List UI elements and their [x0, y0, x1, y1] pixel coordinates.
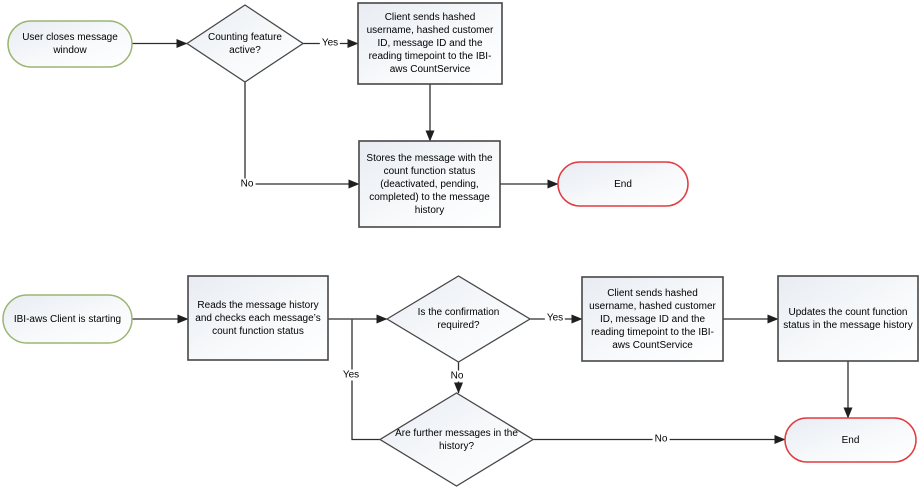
edge-label-further-yes: Yes [340, 369, 362, 381]
node-confirmation-required [385, 275, 532, 363]
node-client-starting [2, 294, 133, 344]
node-counting-feature-active [185, 4, 305, 83]
node-end-top [557, 161, 689, 207]
connector-further-yes-feedback [351, 319, 380, 441]
node-further-messages [378, 392, 535, 487]
reads-history-label: Reads the message history and checks eac… [195, 299, 321, 337]
updates-status-label: Updates the count function status in the… [783, 306, 913, 331]
node-user-closes-window [7, 20, 133, 68]
user-closes-window-label: User closes message window [22, 32, 118, 56]
edge-label-counting-yes: Yes [319, 37, 341, 49]
client-starting-label: IBI-aws Client is starting [13, 313, 122, 325]
stores-message-label: Stores the message with the count functi… [366, 152, 493, 216]
connector-counting-no-to-store [244, 82, 360, 189]
node-client-sends-bottom [581, 276, 724, 362]
edge-label-further-no: No [652, 433, 670, 445]
edge-label-confirmation-no: No [448, 370, 466, 382]
node-updates-status [777, 275, 919, 362]
confirmation-required-label: Is the confirmation required? [417, 307, 500, 331]
end-top-label: End [614, 178, 632, 190]
client-sends-bottom-label: Client sends hashed username, hashed cus… [589, 287, 716, 351]
counting-feature-active-label: Counting feature active? [208, 31, 282, 56]
node-end-bottom [784, 417, 917, 463]
client-sends-top-label: Client sends hashed username, hashed cus… [366, 12, 494, 75]
node-reads-history [187, 275, 329, 361]
node-client-sends-top [357, 2, 503, 85]
further-messages-label: Are further messages in the history? [395, 427, 518, 452]
end-bottom-label: End [841, 434, 860, 446]
edge-label-counting-no: No [238, 178, 256, 190]
edge-label-confirmation-yes: Yes [544, 312, 566, 324]
node-stores-message [358, 140, 501, 228]
